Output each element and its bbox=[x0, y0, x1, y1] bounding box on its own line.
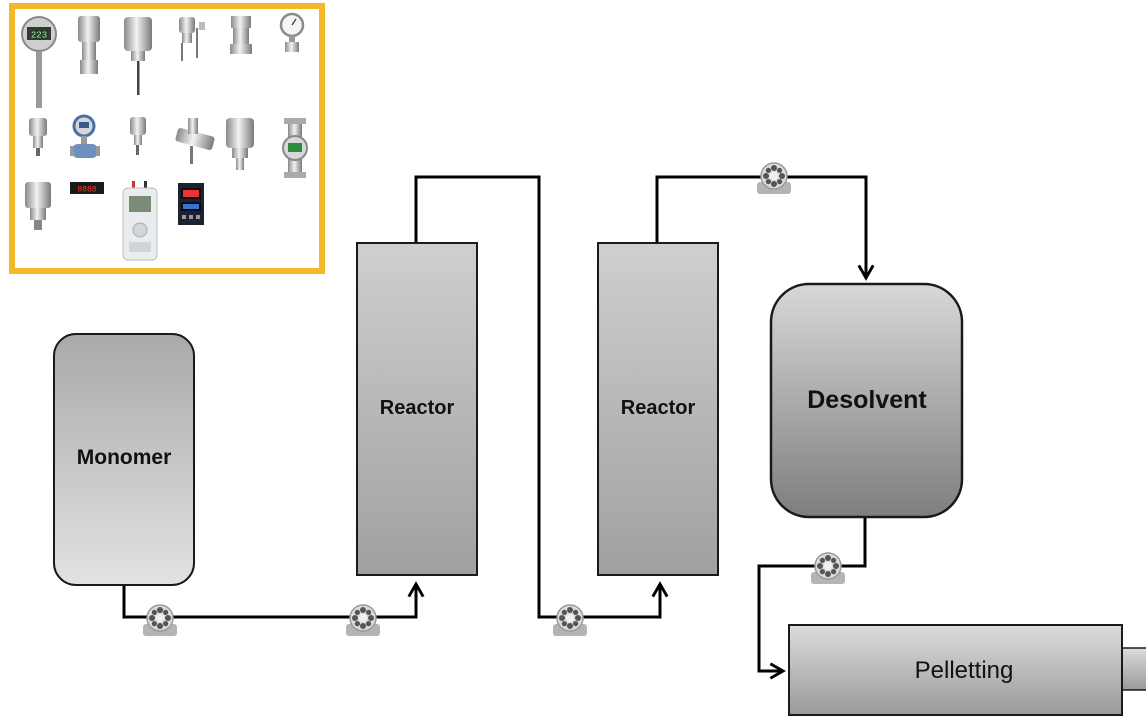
inline-flow-sensor-icon bbox=[175, 118, 215, 164]
digital-pressure-gauge-icon: 223 bbox=[21, 16, 57, 108]
pump-icon bbox=[756, 162, 792, 195]
desolvent-vessel: Desolvent bbox=[769, 282, 964, 519]
instrument-panel-frame bbox=[9, 3, 325, 274]
pressure-transmitter-icon bbox=[78, 16, 100, 74]
handheld-calibrator-icon bbox=[122, 181, 158, 261]
insertion-sensor-icon bbox=[130, 117, 146, 155]
monomer-label: Monomer bbox=[77, 446, 172, 469]
level-probe-icon bbox=[124, 17, 152, 95]
reactor-2: Reactor bbox=[597, 242, 719, 576]
pipe-reactor1-to-reactor2 bbox=[414, 175, 669, 619]
pump-icon bbox=[345, 604, 381, 637]
svg-text:223: 223 bbox=[31, 31, 47, 41]
dial-pressure-gauge-icon bbox=[279, 12, 305, 52]
flow-meter-icon bbox=[70, 114, 100, 158]
pump-icon bbox=[552, 604, 588, 637]
desolvent-label: Desolvent bbox=[807, 386, 927, 414]
monomer-tank: Monomer bbox=[53, 333, 195, 586]
instrument-panel: 223 bbox=[9, 3, 325, 274]
temperature-sensor-icon bbox=[179, 17, 205, 61]
tri-clamp-flow-meter-icon bbox=[282, 118, 308, 178]
pipe-desolvent-to-pelletting bbox=[757, 517, 867, 680]
svg-text:8888: 8888 bbox=[77, 186, 96, 195]
reactor-1-label: Reactor bbox=[380, 397, 455, 419]
small-sensor-icon bbox=[29, 118, 47, 156]
flush-pressure-sensor-icon bbox=[230, 16, 252, 54]
pressure-sensor-icon bbox=[25, 182, 51, 230]
pump-icon bbox=[142, 604, 178, 637]
pipe-monomer-to-reactor1 bbox=[122, 581, 425, 619]
pipes bbox=[122, 175, 875, 680]
sanitary-transmitter-icon bbox=[226, 118, 254, 170]
reactor-1: Reactor bbox=[356, 242, 478, 576]
pelletting-unit: Pelletting bbox=[788, 624, 1146, 716]
digital-controller-icon bbox=[178, 183, 204, 225]
panel-display-icon: 8888 bbox=[70, 182, 104, 195]
reactor-2-label: Reactor bbox=[621, 397, 696, 419]
pelletting-label: Pelletting bbox=[915, 657, 1014, 684]
pump-icon bbox=[810, 552, 846, 585]
